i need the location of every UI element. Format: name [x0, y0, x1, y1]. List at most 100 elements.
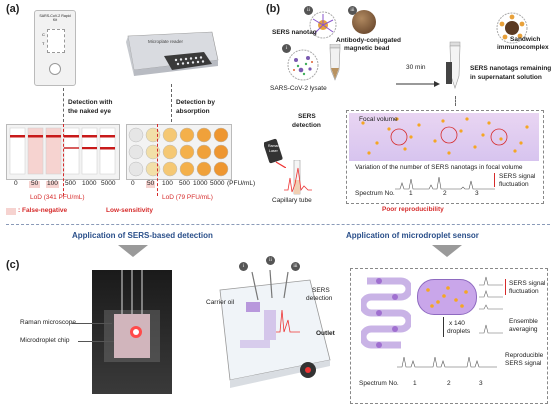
plate-well: [213, 127, 229, 143]
sample-path: [455, 96, 456, 106]
spec-2-c: 2: [447, 380, 451, 387]
nanotag-dot: [417, 123, 421, 127]
plate-well: [196, 144, 212, 160]
panel-a-label: (a): [6, 3, 20, 15]
divider-line: [6, 224, 550, 225]
plate-well: [179, 161, 195, 177]
plate-well: [196, 127, 212, 143]
droplet-nanotag: [446, 286, 450, 290]
kit-sample-well: [49, 63, 61, 75]
nanotag-dot: [409, 135, 413, 139]
sandwich-line2: immunocomplex: [497, 44, 549, 51]
nanotag-dot: [519, 141, 523, 145]
nanotag-dot: [375, 141, 379, 145]
abs-unit: (PFU/mL): [227, 180, 256, 187]
reproducible-2: SERS signal: [505, 360, 542, 367]
droplet-channel: [361, 277, 411, 349]
sandwich-complex-image: [496, 12, 528, 44]
focal-volume-band: [349, 113, 539, 161]
sers-detect-c-2: detection: [306, 295, 333, 302]
lod1-marker: [63, 124, 64, 196]
lod2-label: LoD (79 PFU/mL): [162, 194, 213, 201]
focal-volume-box: Focal volume Variation of the number of …: [346, 110, 544, 204]
plate-well: [145, 161, 161, 177]
panel-b-label: (b): [266, 3, 281, 15]
plate-well: [179, 127, 195, 143]
abs-tick-50: 50: [146, 180, 156, 188]
false-negative-swatch: [6, 208, 16, 215]
spec-3-b: 3: [475, 190, 479, 197]
droplet-analysis-box: SERS signal fluctuation x 140 droplets E…: [350, 268, 548, 404]
tick-0: 0: [14, 180, 18, 187]
fluct-arrow-b: [494, 173, 495, 187]
low-sensitivity-label: Low-sensitivity: [106, 207, 153, 214]
raman-microscope-pointer: [72, 323, 112, 324]
tick-500: 500: [65, 180, 76, 187]
raman-laser-image: [263, 138, 287, 169]
sers-detection-b-1: SERS: [298, 113, 316, 120]
fluct-arrow-c: [505, 279, 506, 295]
tick-50: 50: [29, 180, 41, 188]
nanotag-dot: [473, 145, 477, 149]
spec-3-c: 3: [479, 380, 483, 387]
droplet-nanotag: [454, 298, 458, 302]
nanotag-dot: [459, 129, 463, 133]
eppendorf-tube: [328, 43, 342, 82]
capillary-label: Capillary tube: [272, 197, 312, 204]
microscope-photo: [92, 270, 172, 394]
lod1-label: LoD (341 PFU/mL): [30, 194, 85, 201]
droplet-nanotag: [464, 290, 468, 294]
ensemble-spectrum: [479, 324, 503, 334]
nanotag-dot: [387, 127, 391, 131]
spectrum-no-c: Spectrum No.: [359, 380, 399, 387]
nanotag-dot: [525, 125, 529, 129]
roman-i-b: i: [282, 44, 291, 53]
raman-laser-label1: Raman: [268, 144, 280, 148]
roman-ii-b: ii: [304, 6, 313, 15]
spectra-b: [395, 176, 495, 190]
kit-t: T: [42, 41, 45, 46]
plate-well: [162, 127, 178, 143]
droplet-nanotag: [436, 300, 440, 304]
x140-line1: x 140: [449, 320, 465, 327]
abs-tick-100: 100: [162, 180, 173, 187]
naked-eye-arrow: [63, 88, 64, 122]
fluct-c-2: fluctuation: [509, 288, 539, 295]
droplet-nanotag: [426, 288, 430, 292]
absorption-line2: absorption: [176, 108, 210, 115]
reader-label: Microplate reader: [148, 39, 184, 44]
panel-c-label: (c): [6, 259, 20, 271]
focal-spot: [440, 126, 458, 144]
spec-2-b: 2: [443, 190, 447, 197]
naked-eye-line2: the naked eye: [68, 108, 111, 115]
nanotag-dot: [395, 117, 399, 121]
sers-nanotag-image: [308, 10, 338, 40]
outlet-label: Outlet: [316, 330, 335, 337]
droplet-nanotag: [442, 294, 446, 298]
nanotag-dot: [499, 137, 503, 141]
focal-spot: [490, 128, 508, 146]
nanotag-dot: [487, 121, 491, 125]
sandwich-line1: Sandwich: [510, 36, 541, 43]
sers-nanotag-label: SERS nanotag: [272, 29, 317, 36]
microplate-reader-image: Microplate reader: [120, 30, 220, 78]
absorption-arrow: [171, 84, 172, 122]
naked-eye-line1: Detection with: [68, 99, 113, 106]
absorb-ticks: 0 50 100 500 1000 5000 (PFU/mL): [126, 180, 266, 191]
sers-detection-b-2: detection: [292, 122, 321, 129]
x140-line2: droplets: [447, 328, 471, 335]
nanotag-dot: [403, 147, 407, 151]
naked-eye-ticks: 0 50 100 500 1000 5000: [6, 180, 118, 191]
rapid-kit-image: SARS-CoV-2 Rapid Kit C T: [34, 10, 76, 86]
nanotag-dot: [361, 121, 365, 125]
lod2-marker: [157, 124, 158, 196]
roman-ii-c: ii: [266, 256, 275, 265]
plate-well: [179, 144, 195, 160]
magnet-tube: [446, 40, 464, 94]
ab-bead-line1: Antibody-conjugated: [336, 37, 401, 44]
kit-title: SARS-CoV-2 Rapid Kit: [39, 14, 71, 22]
ensemble-1: Ensemble: [509, 318, 538, 325]
plate-well: [128, 161, 144, 177]
droplet-nanotag: [460, 304, 464, 308]
kit-c: C: [42, 32, 45, 37]
